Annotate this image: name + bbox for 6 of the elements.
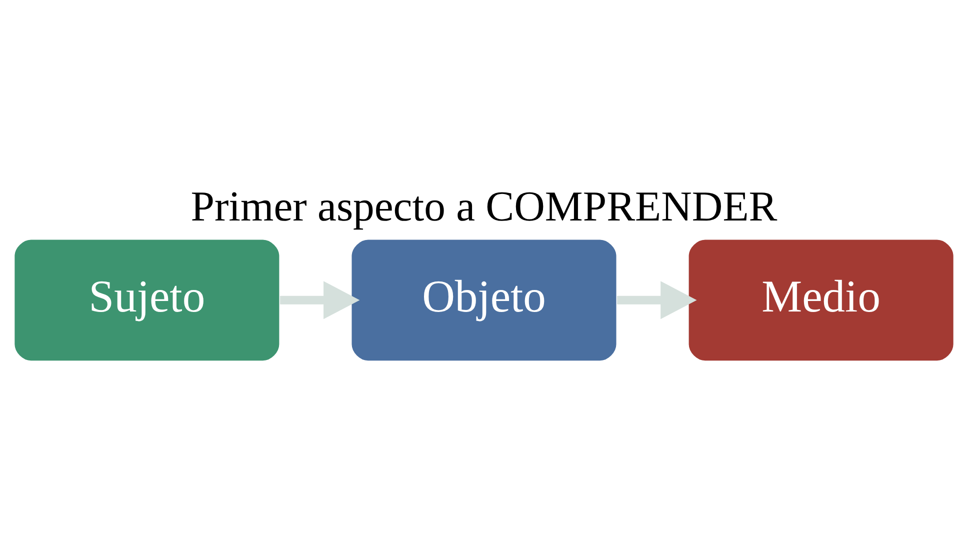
arrow xyxy=(617,281,697,320)
diagram-title: Primer aspecto a COMPRENDER xyxy=(190,184,778,231)
arrow xyxy=(280,281,360,320)
node-box: Sujeto xyxy=(13,238,281,362)
node-box: Medio xyxy=(687,238,955,362)
node-box: Objeto xyxy=(350,238,618,362)
